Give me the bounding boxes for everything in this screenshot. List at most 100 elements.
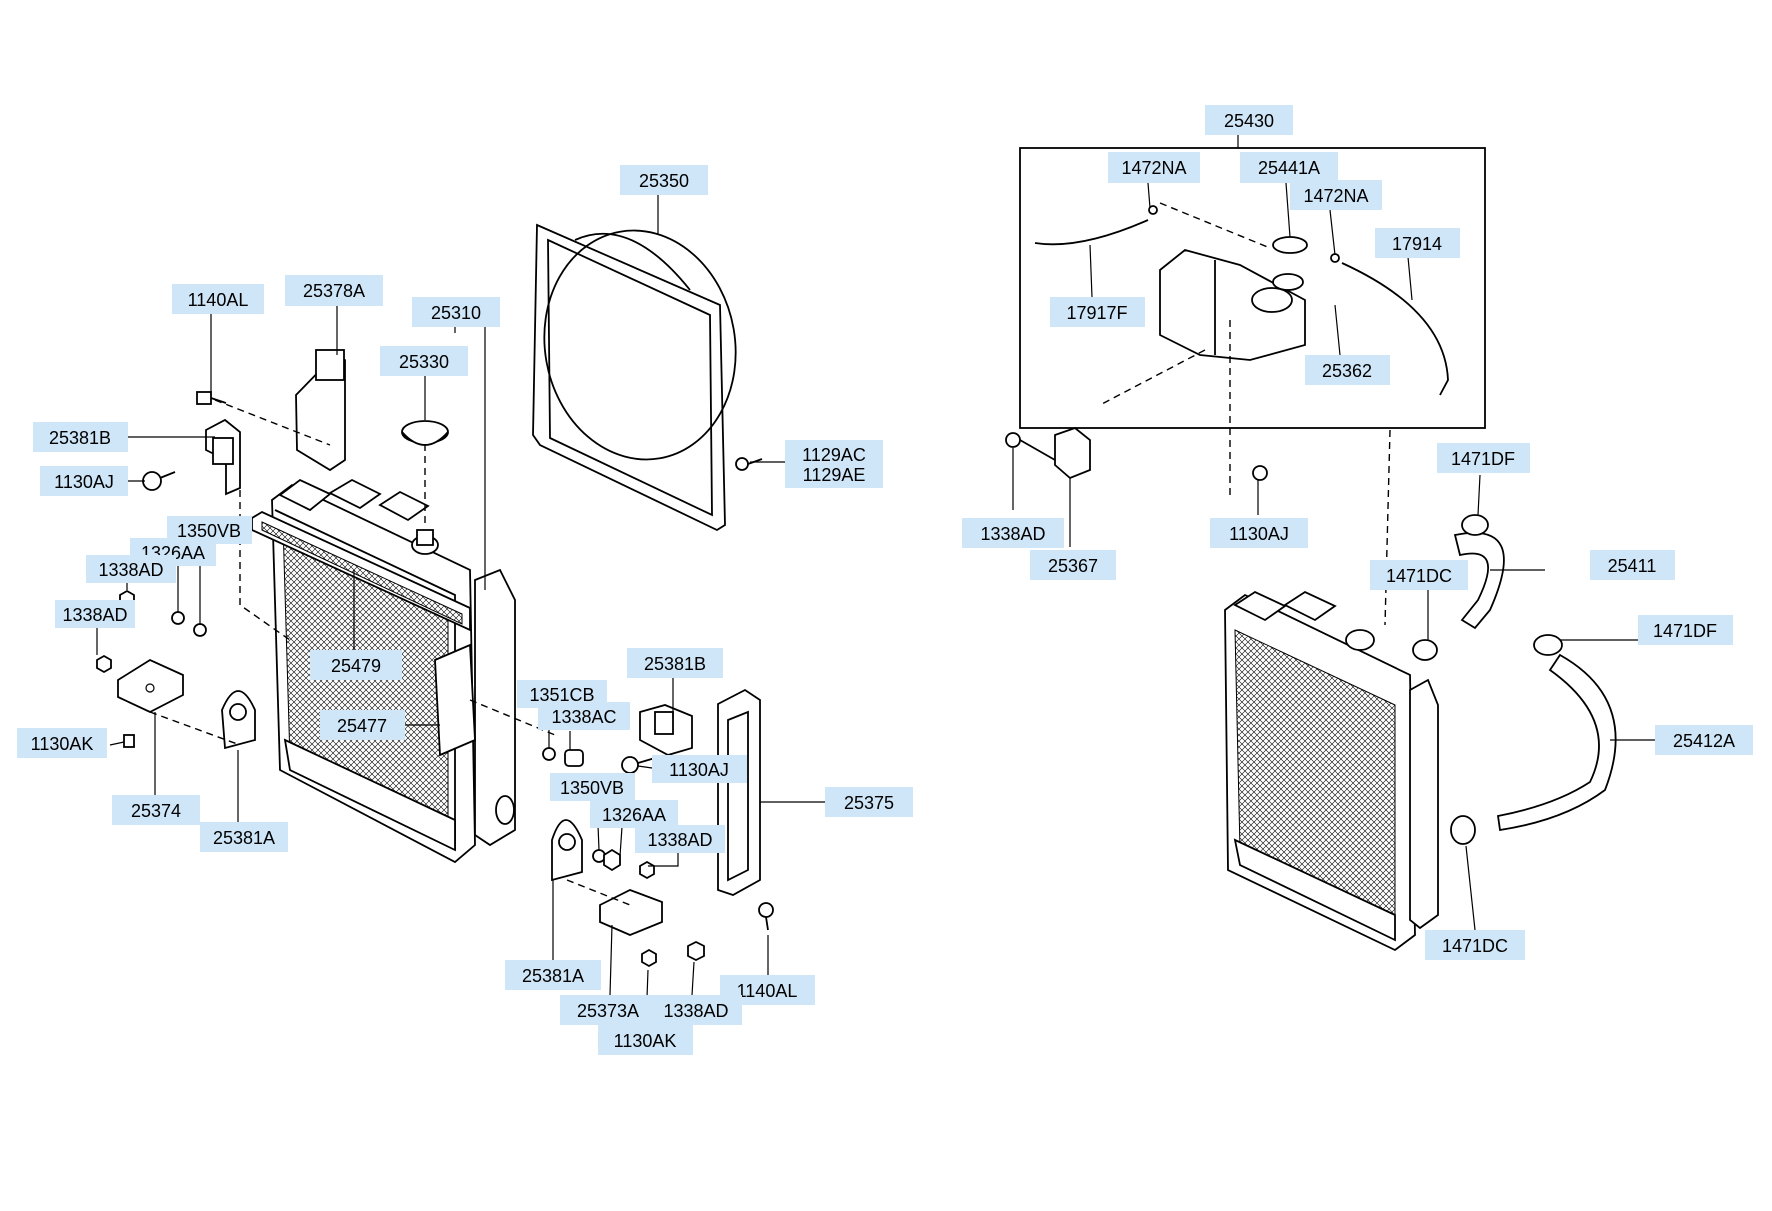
svg-text:1130AJ: 1130AJ: [1229, 524, 1289, 544]
svg-text:25381A: 25381A: [213, 828, 275, 848]
svg-text:1129AC: 1129AC: [802, 445, 866, 465]
right-radiator-assembly: [1005, 147, 1617, 952]
label-17917f: 17917F: [1050, 297, 1145, 327]
label-17914: 17914: [1375, 228, 1460, 258]
bracket-25477: [434, 643, 476, 757]
svg-text:25430: 25430: [1224, 111, 1274, 131]
mount-25374: [117, 658, 184, 714]
svg-text:25310: 25310: [431, 303, 481, 323]
side-member-25375: [717, 688, 761, 896]
svg-text:1350VB: 1350VB: [177, 521, 241, 541]
label-1130aj-a: 1130AJ: [40, 466, 128, 496]
left-radiator-assembly: [96, 223, 774, 968]
svg-text:1140AL: 1140AL: [737, 981, 798, 1001]
svg-text:1338AD: 1338AD: [62, 605, 127, 625]
label-25330: 25330: [380, 346, 468, 376]
radiator-25310: [271, 478, 516, 864]
label-25373a: 25373A: [560, 995, 656, 1025]
svg-text:1130AJ: 1130AJ: [669, 760, 729, 780]
svg-text:1338AD: 1338AD: [980, 524, 1045, 544]
radiator-cap-25330: [401, 420, 449, 446]
svg-text:1130AK: 1130AK: [614, 1031, 677, 1051]
label-1130aj-r: 1130AJ: [1210, 518, 1308, 548]
label-1338ad-b: 1338AD: [55, 600, 135, 628]
svg-text:1338AC: 1338AC: [551, 707, 616, 727]
label-25381b-b: 25381B: [627, 648, 723, 678]
label-1326aa-b: 1326AA: [590, 800, 678, 828]
label-25362: 25362: [1305, 355, 1390, 385]
hose-17914: [1341, 262, 1449, 396]
svg-text:1471DF: 1471DF: [1653, 621, 1717, 641]
bracket-25381b-left: [205, 418, 241, 496]
svg-text:25373A: 25373A: [577, 1001, 639, 1021]
label-25310: 25310: [412, 297, 500, 327]
reservoir-group-box: [1019, 147, 1486, 429]
label-1130ak-a: 1130AK: [17, 728, 107, 758]
label-25477: 25477: [320, 710, 405, 740]
clamps: [1412, 514, 1563, 845]
svg-text:25441A: 25441A: [1258, 158, 1320, 178]
label-1129ae: 1129AE: [785, 462, 883, 488]
svg-text:25412A: 25412A: [1673, 731, 1735, 751]
label-25479: 25479: [310, 650, 402, 680]
bolt-1130aj-right: [621, 756, 656, 774]
svg-text:17914: 17914: [1392, 234, 1442, 254]
bolt-1130aj-right-top: [1252, 465, 1268, 481]
svg-text:25381B: 25381B: [644, 654, 706, 674]
label-1338ad-a: 1338AD: [86, 555, 176, 583]
svg-text:25411: 25411: [1608, 556, 1657, 576]
label-1471dc-a: 1471DC: [1370, 560, 1468, 590]
fan-shroud-25350: [532, 223, 737, 532]
svg-text:1338AD: 1338AD: [647, 830, 712, 850]
insulator-25381a-right: [551, 819, 583, 882]
svg-text:25381B: 25381B: [49, 428, 111, 448]
overflow-tank-25362: [1159, 249, 1306, 361]
label-25350: 25350: [620, 165, 708, 195]
label-1471df-b: 1471DF: [1638, 615, 1733, 645]
hose-25411: [1453, 531, 1505, 630]
bolt-1140al-right: [758, 902, 774, 931]
svg-text:1472NA: 1472NA: [1121, 158, 1186, 178]
svg-text:1130AJ: 1130AJ: [54, 472, 114, 492]
svg-text:1140AL: 1140AL: [188, 290, 249, 310]
cap-25441a: [1272, 236, 1308, 291]
part-labels: 25430 25350 1472NA 25441A 1472NA 17914 1…: [17, 105, 1753, 1055]
svg-text:25479: 25479: [331, 656, 381, 676]
label-25441a: 25441A: [1240, 152, 1338, 183]
svg-text:1471DC: 1471DC: [1386, 566, 1452, 586]
svg-text:1338AD: 1338AD: [98, 560, 163, 580]
mount-25373a: [599, 889, 663, 936]
svg-text:25350: 25350: [639, 171, 689, 191]
radiator-right: [1224, 590, 1439, 952]
label-1472na-a: 1472NA: [1108, 152, 1200, 183]
label-1140al-b: 1140AL: [720, 975, 815, 1005]
svg-text:1350VB: 1350VB: [560, 778, 624, 798]
nut-1338ad-right: [1005, 432, 1021, 448]
label-1472na-b: 1472NA: [1290, 180, 1382, 210]
hose-17917f: [1034, 219, 1149, 246]
svg-text:25381A: 25381A: [522, 966, 584, 986]
label-1130ak-b: 1130AK: [598, 1025, 693, 1055]
svg-text:1471DC: 1471DC: [1442, 936, 1508, 956]
label-1350vb-b: 1350VB: [550, 773, 635, 801]
label-25367: 25367: [1030, 550, 1116, 580]
label-25381a-a: 25381A: [200, 822, 288, 852]
hose-25412a: [1496, 653, 1617, 832]
svg-text:17917F: 17917F: [1066, 303, 1127, 323]
svg-text:25374: 25374: [131, 801, 181, 821]
bracket-25378a: [295, 349, 346, 472]
label-1471dc-b: 1471DC: [1425, 930, 1525, 960]
svg-text:25378A: 25378A: [303, 281, 365, 301]
svg-text:25362: 25362: [1322, 361, 1372, 381]
label-25412a: 25412A: [1655, 725, 1753, 755]
label-25430: 25430: [1205, 105, 1293, 135]
label-1338ad-d: 1338AD: [650, 995, 742, 1025]
svg-text:25477: 25477: [337, 716, 387, 736]
bracket-25367: [1054, 426, 1091, 480]
svg-text:1129AE: 1129AE: [803, 465, 866, 485]
svg-text:1338AD: 1338AD: [663, 1001, 728, 1021]
label-25381b-a: 25381B: [33, 422, 128, 452]
label-1338ac: 1338AC: [538, 702, 630, 730]
insulator-25381a-left: [221, 690, 256, 750]
